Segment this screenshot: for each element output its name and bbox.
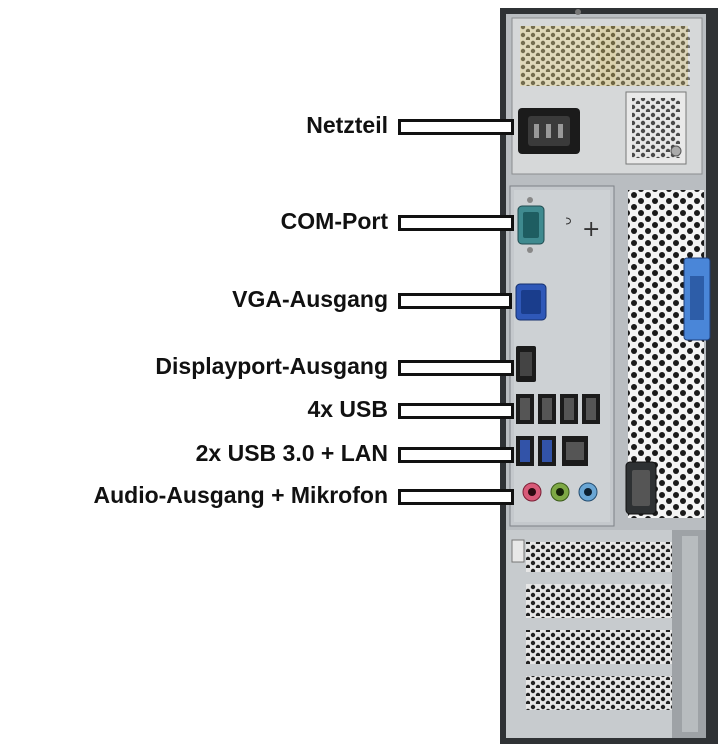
arrow-displayport xyxy=(398,360,514,376)
arrow-4x-usb xyxy=(398,403,514,419)
arrow-audio xyxy=(398,489,514,505)
usb-ports xyxy=(516,394,600,424)
label-displayport: Displayport-Ausgang xyxy=(155,353,388,379)
label-4x-usb: 4x USB xyxy=(307,396,388,422)
arrow-vga xyxy=(398,293,512,309)
arrow-com-port xyxy=(398,215,514,231)
label-vga: VGA-Ausgang xyxy=(232,286,388,312)
label-audio: Audio-Ausgang + Mikrofon xyxy=(93,482,388,508)
power-supply xyxy=(511,9,703,175)
label-com-port: COM-Port xyxy=(280,208,388,234)
label-usb3-lan: 2x USB 3.0 + LAN xyxy=(195,440,388,466)
usb3-lan-ports xyxy=(516,436,588,466)
arrow-netzteil xyxy=(398,119,514,135)
io-panel: + xyxy=(509,185,615,527)
expansion-slots xyxy=(506,530,706,738)
label-netzteil: Netzteil xyxy=(306,112,388,138)
svg-text:+: + xyxy=(582,217,600,242)
audio-jacks xyxy=(522,482,598,502)
arrow-usb3-lan xyxy=(398,447,514,463)
